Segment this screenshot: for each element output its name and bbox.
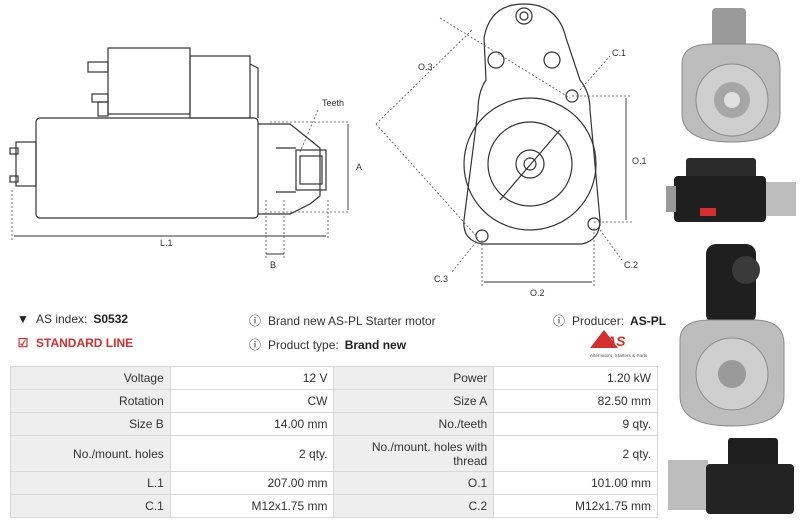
producer-label: Producer: <box>572 313 625 328</box>
dimension-o1-label: O.1 <box>632 156 647 166</box>
spec-value: 1.20 kW <box>493 366 658 390</box>
product-description: ⓘ Brand new AS-PL Starter motor <box>248 312 436 329</box>
spec-value: 101.00 mm <box>493 471 658 495</box>
as-logo-mark: AS Alternators, Starters & Parts <box>590 330 648 358</box>
producer: ⓘ Producer: AS-PL <box>552 312 666 329</box>
spec-label: C.2 <box>333 494 495 518</box>
spec-label: No./mount. holes with thread <box>333 435 495 472</box>
info-icon: ⓘ <box>248 314 261 328</box>
producer-value: AS-PL <box>630 313 667 328</box>
tag-icon: ▼ <box>17 312 29 326</box>
dimension-arrows-front <box>484 98 627 283</box>
technical-drawing: Teeth A B L.1 O.3 C.1 O.1 C.2 C.3 O.2 <box>9 3 647 298</box>
spec-label: No./mount. holes <box>10 435 171 472</box>
dimension-b-label: B <box>270 260 276 270</box>
description-text: Brand new AS-PL Starter motor <box>268 313 436 328</box>
spec-label: Power <box>333 366 495 390</box>
as-index-label: AS index: <box>36 312 88 326</box>
dimension-c3-label: C.3 <box>434 274 448 284</box>
spec-value: 12 V <box>169 366 335 390</box>
dimension-c1-label: C.1 <box>612 48 626 58</box>
dimension-a-label: A <box>356 162 362 172</box>
as-index-value: S0532 <box>93 312 129 326</box>
spec-value: CW <box>169 389 335 413</box>
as-index: ▼ AS index: S0532 <box>16 312 128 326</box>
spec-value: 207.00 mm <box>169 471 335 495</box>
starter-side-view <box>9 47 327 219</box>
svg-text:Alternators, Starters & Parts: Alternators, Starters & Parts <box>590 353 648 358</box>
info-icon: ⓘ <box>248 338 261 352</box>
spec-value: M12x1.75 mm <box>169 494 335 518</box>
dimension-l1-label: L.1 <box>160 238 173 248</box>
spec-label: Size A <box>333 389 495 413</box>
product-photo-front <box>681 8 781 143</box>
spec-label: O.1 <box>333 471 495 495</box>
product-type-value: Brand new <box>344 337 407 352</box>
product-photos <box>662 0 800 526</box>
spec-label: Voltage <box>10 366 171 390</box>
spec-label: Size B <box>10 412 171 436</box>
spec-value: 9 qty. <box>493 412 658 436</box>
product-type: ⓘ Product type: Brand new <box>248 336 406 353</box>
product-line-text: STANDARD LINE <box>36 336 134 350</box>
starter-front-view <box>463 3 601 245</box>
dimension-o2-label: O.2 <box>530 288 545 298</box>
spec-label: C.1 <box>10 494 171 518</box>
spec-label: L.1 <box>10 471 171 495</box>
product-photo-side-2 <box>668 438 794 514</box>
spec-value: 82.50 mm <box>493 389 658 413</box>
dimension-lines-side <box>11 109 350 258</box>
spec-value: 2 qty. <box>493 435 658 472</box>
spec-label: No./teeth <box>333 412 495 436</box>
product-info: ▼ AS index: S0532 ⓘ Brand new AS-PL Star… <box>14 308 666 358</box>
as-pl-logo: AS Alternators, Starters & Parts <box>586 326 656 360</box>
dimension-arrows-side <box>14 124 349 255</box>
dimension-o3-label: O.3 <box>418 62 433 72</box>
spec-value: 2 qty. <box>169 435 335 472</box>
spec-label: Rotation <box>10 389 171 413</box>
spec-value: M12x1.75 mm <box>493 494 658 518</box>
svg-text:AS: AS <box>605 333 626 349</box>
product-type-label: Product type: <box>268 337 339 352</box>
spec-value: 14.00 mm <box>169 412 335 436</box>
check-square-icon: ☑ <box>17 336 29 350</box>
dimension-c2-label: C.2 <box>624 260 638 270</box>
info-icon: ⓘ <box>552 314 565 328</box>
product-line: ☑ STANDARD LINE <box>16 336 134 350</box>
teeth-label: Teeth <box>322 98 344 108</box>
product-photo-side <box>666 158 796 222</box>
product-photo-rear <box>679 244 785 427</box>
dimension-lines-front <box>375 17 632 286</box>
